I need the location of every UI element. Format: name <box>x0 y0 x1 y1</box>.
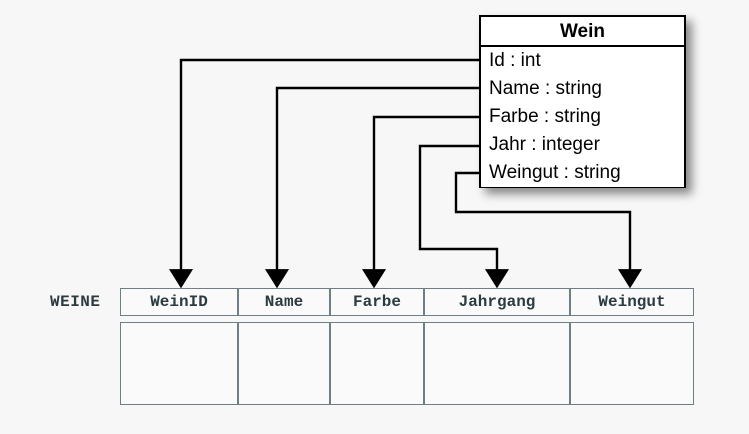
relation-table: WeinID Name Farbe Jahrgang Weingut <box>120 288 694 405</box>
table-cell-weingut[interactable] <box>570 322 694 405</box>
uml-attribute-weingut[interactable]: Weingut : string <box>489 162 621 183</box>
table-cell-jahrgang[interactable] <box>424 322 570 405</box>
connector-weingut-to-weingut <box>454 171 642 289</box>
connector-id-to-weinid <box>169 58 479 289</box>
column-header-name[interactable]: Name <box>238 288 330 316</box>
uml-attribute-id[interactable]: Id : int <box>489 50 541 71</box>
relation-name-label: WEINE <box>50 293 101 311</box>
connector-name-to-name <box>265 86 479 289</box>
uml-attribute-farbe[interactable]: Farbe : string <box>489 106 601 127</box>
uml-class-name: Wein <box>481 17 684 47</box>
connector-jahr-to-jahrgang <box>418 144 509 289</box>
table-row <box>120 322 694 405</box>
uml-attribute-jahr[interactable]: Jahr : integer <box>489 134 600 155</box>
table-cell-name[interactable] <box>238 322 330 405</box>
uml-attribute-name[interactable]: Name : string <box>489 78 602 99</box>
column-header-weinid[interactable]: WeinID <box>120 288 238 316</box>
table-cell-farbe[interactable] <box>330 322 424 405</box>
column-header-jahrgang[interactable]: Jahrgang <box>424 288 570 316</box>
connector-farbe-to-farbe <box>362 115 479 289</box>
column-header-farbe[interactable]: Farbe <box>330 288 424 316</box>
table-header-row: WeinID Name Farbe Jahrgang Weingut <box>120 288 694 316</box>
uml-attribute-list: Id : int Name : string Farbe : string Ja… <box>481 47 684 187</box>
table-cell-weinid[interactable] <box>120 322 238 405</box>
column-header-weingut[interactable]: Weingut <box>570 288 694 316</box>
uml-class-box[interactable]: Wein Id : int Name : string Farbe : stri… <box>479 15 686 188</box>
